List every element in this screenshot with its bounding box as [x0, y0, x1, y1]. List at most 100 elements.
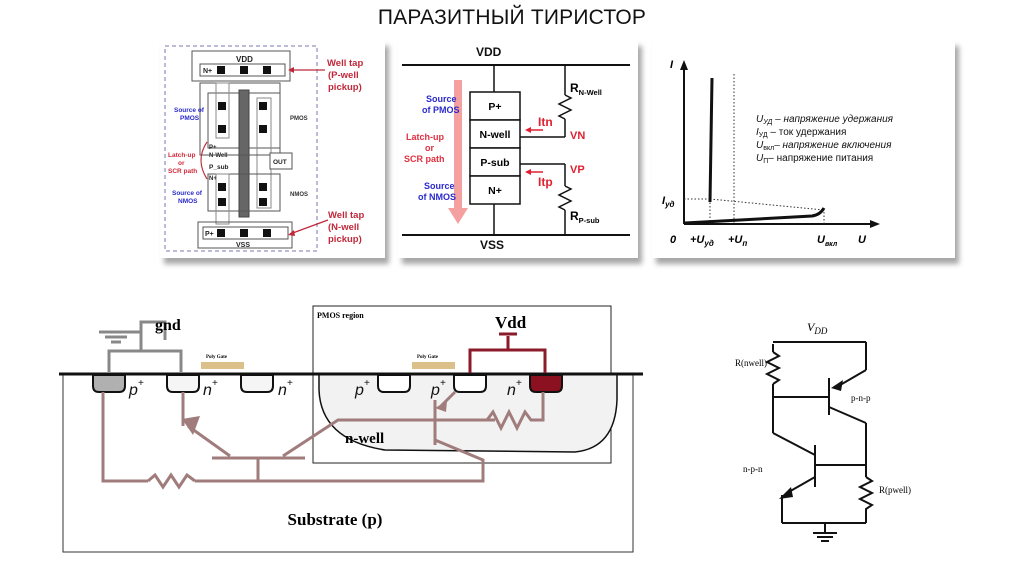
legend-item: Uвкл– напряжение включения [756, 140, 892, 152]
vn-label: VN [570, 130, 585, 142]
legend-item: UП– напряжение питания [756, 153, 873, 165]
nmos-label: NMOS [290, 192, 308, 198]
npn-arrow [779, 487, 793, 499]
slide-title: ПАРАЗИТНЫЙ ТИРИСТОР [377, 6, 647, 29]
vdd-label: VDD [236, 55, 253, 64]
layer-label: P+ [488, 101, 501, 113]
parasitic-wire [282, 418, 495, 458]
layout-diagram: VDD N+ P+ N-Well P_sub OUT PMOS N+ NMOS [164, 45, 364, 252]
layer-stack: P+ N-well P-sub N+ [469, 91, 521, 205]
iv-curve-chart: I U 0 Iуд +Uуд +Uп Uвкл UУД – напряжение… [662, 59, 894, 248]
resistor-psub [557, 185, 573, 211]
doping-label: p+ [430, 378, 446, 399]
layer-label: N-well [480, 129, 511, 141]
vdd-tap-outer [191, 50, 291, 82]
npn-label: n-p-n [743, 464, 763, 474]
y-axis-arrow [680, 60, 688, 70]
iv-curve-off-branch [684, 207, 826, 225]
y-axis-label: I [670, 59, 674, 71]
p-plus-diffusion-gnd [92, 374, 126, 393]
guide-line [709, 198, 825, 211]
substrate-resistor [147, 472, 196, 490]
npn-emitter [187, 424, 231, 458]
legend-item: UУД – напряжение удержания [756, 114, 894, 126]
circuit-wires [764, 341, 875, 542]
doping-label: n+ [203, 378, 218, 399]
layer-label: P-sub [480, 157, 509, 169]
vp-label: VP [570, 164, 585, 176]
parasitic-wire [195, 438, 485, 483]
npn-collector [772, 432, 816, 456]
arrow-head [448, 208, 468, 224]
layer-n-well [469, 119, 521, 149]
x-tick-u-on: Uвкл [817, 234, 838, 248]
contact [259, 198, 267, 206]
vdd-label: VDD [476, 45, 502, 59]
npn-emitter [786, 476, 816, 494]
x-axis-label: U [858, 234, 867, 246]
origin-label: 0 [670, 234, 677, 246]
x-tick-u-hold: +Uуд [690, 234, 714, 248]
vdd-label: Vdd [495, 313, 527, 332]
contact [263, 66, 271, 74]
gnd-wire [107, 349, 183, 373]
pmos-region-label: PMOS region [317, 311, 364, 320]
resistor-pwell [857, 476, 875, 523]
contact [218, 198, 226, 206]
doping-label: n+ [507, 378, 522, 399]
n-well-label: N-Well [209, 153, 228, 159]
p-plus-diffusion-drain [377, 374, 411, 393]
npn-arrow [182, 416, 200, 435]
x-tick-u-supply: +Uп [728, 234, 747, 248]
poly-gate-nmos [201, 362, 244, 369]
contact [240, 66, 248, 74]
parasitic-wire [101, 392, 148, 483]
resistor-nwell [764, 351, 782, 385]
itn-label: Itn [538, 115, 553, 129]
contact [259, 125, 267, 133]
p-plus-tap-label: P+ [205, 231, 214, 238]
contact [218, 183, 226, 191]
legend-item: IУД – ток удержания [756, 127, 846, 139]
poly-gate-strip [238, 89, 250, 218]
r-nwell-label: R(nwell) [735, 358, 767, 368]
pnp-label: p-n-p [851, 393, 871, 403]
vss-label: VSS [480, 238, 504, 252]
vdd-label: VDD [807, 320, 828, 336]
contact [259, 102, 267, 110]
contact [217, 66, 225, 74]
layout-panel: VDD N+ P+ N-Well P_sub OUT PMOS N+ NMOS [160, 40, 385, 258]
layer-n-plus [469, 175, 521, 205]
gnd-label: gnd [155, 317, 181, 334]
pnp-arrow [831, 380, 843, 391]
contact [259, 183, 267, 191]
n-plus-tap-label: N+ [203, 68, 212, 75]
layer-p-plus [469, 91, 521, 121]
n-plus-diffusion-drain [240, 374, 274, 393]
r-pwell-label: R(pwell) [879, 485, 911, 495]
pnp-collector [828, 406, 867, 424]
poly-gate-pmos [412, 362, 455, 369]
i-hold-label: Iуд [662, 195, 675, 209]
p-plus-diffusion-source [453, 374, 487, 393]
layer-label: N+ [488, 185, 502, 197]
pmos-diffusion-left [215, 82, 230, 139]
well-tap-n-arrow [289, 219, 329, 235]
n-plus-label: N+ [209, 176, 217, 182]
n-well-label: n-well [345, 431, 384, 447]
layout-boundary [164, 45, 318, 252]
vss-label: VSS [236, 242, 250, 249]
rpsub-label: RP-sub [570, 209, 600, 225]
contact [263, 229, 271, 237]
contact [240, 229, 248, 237]
resistor-nwell [557, 94, 573, 120]
latchup-path-arrow [454, 80, 462, 210]
itp-label: Itp [538, 175, 553, 189]
